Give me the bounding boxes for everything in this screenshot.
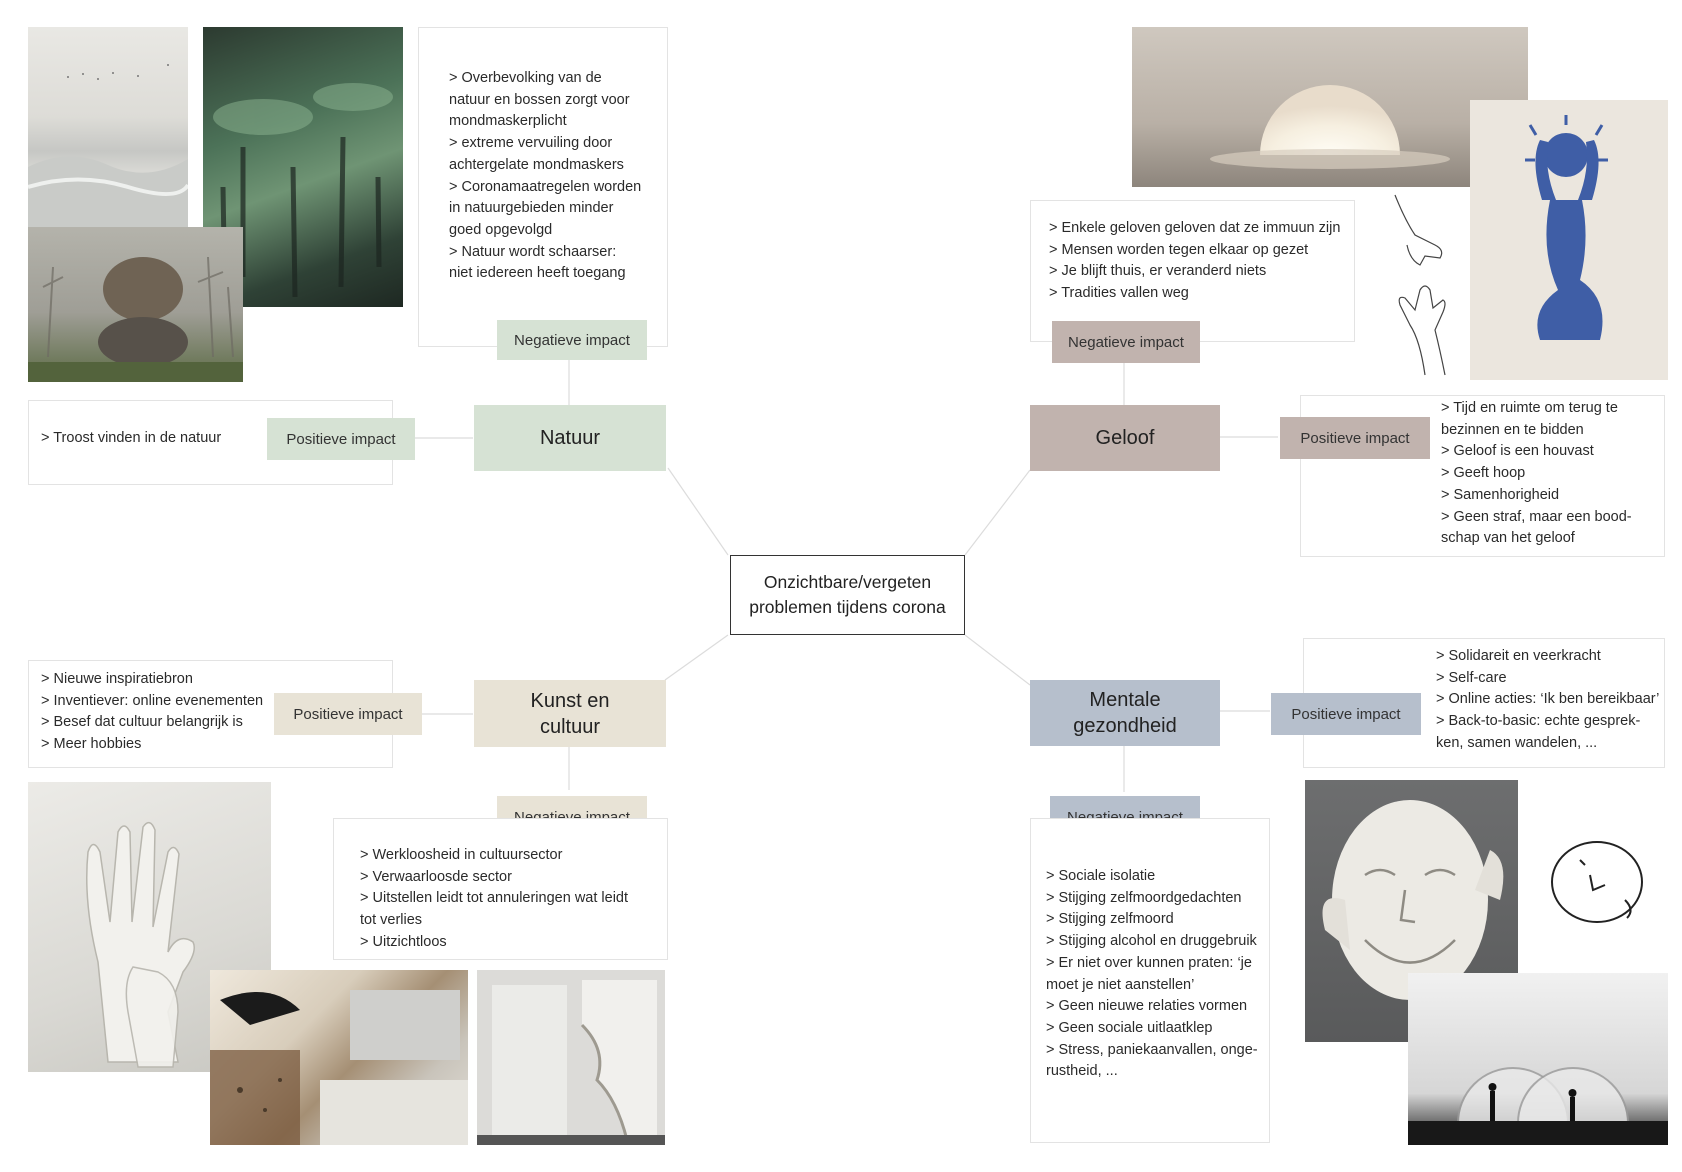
geloof-node: Geloof — [1030, 405, 1220, 471]
natuur-negative-tag: Negatieve impact — [497, 320, 647, 360]
kunst-positive-tag: Positieve impact — [274, 693, 422, 735]
mentaal-negative-textbox: > Sociale isolatie > Stijging zelfmoordg… — [1030, 818, 1270, 1143]
text-line: > Tijd en ruimte om terug te — [1441, 400, 1618, 416]
text-line: > Meer hobbies — [41, 736, 142, 753]
text-line: > Geen straf, maar een bood- — [1441, 508, 1632, 525]
text-line: > Sociale isolatie — [1046, 868, 1156, 884]
text-line: > Self-care — [1436, 669, 1507, 686]
text-line: > Stijging alcohol en druggebruik — [1046, 933, 1257, 950]
sketch-reaching-hands — [1385, 190, 1460, 380]
text-line: natuur en bossen zorgt voor — [449, 91, 630, 108]
photo-blue-figure-print — [1470, 100, 1668, 380]
text-line: > Natuur wordt schaarser: — [449, 243, 617, 260]
text-line: > Stress, paniekaanvallen, onge- — [1046, 1041, 1258, 1058]
text-line: ken, samen wandelen, ... — [1436, 734, 1598, 751]
text-line: > Geen nieuwe relaties vormen — [1046, 998, 1248, 1015]
paint-drips-icon — [213, 83, 393, 307]
center-topic-line2: problemen tijdens corona — [749, 597, 946, 617]
photo-misty-sea — [28, 27, 188, 227]
rock-stack-icon — [28, 256, 243, 382]
geloof-positive-tag: Positieve impact — [1280, 417, 1430, 459]
text-line: > Inventiever: online evenementen — [41, 692, 264, 709]
mentaal-node: Mentale gezondheid — [1030, 680, 1220, 746]
smiling-face-icon — [1322, 800, 1504, 1000]
text-line: > Verwaarloosde sector — [360, 868, 512, 885]
text-line: > extreme vervuiling door — [449, 135, 613, 152]
concrete-block-icon — [477, 980, 665, 1145]
text-line: > Uitstellen leidt tot annuleringen wat … — [360, 890, 629, 907]
kunst-node-line1: Kunst en — [530, 689, 610, 712]
text-line: > Overbevolking van de — [449, 70, 602, 86]
sketch-self-hug-circle — [1545, 830, 1650, 935]
glowing-dome-icon — [1210, 85, 1450, 169]
photo-balanced-rocks — [28, 227, 243, 382]
text-line: > Stijging zelfmoordgedachten — [1046, 889, 1242, 906]
geloof-negative-tag: Negatieve impact — [1052, 321, 1200, 363]
text-line: tot verlies — [360, 912, 423, 929]
text-line: bezinnen en te bidden — [1441, 421, 1584, 438]
text-line: rustheid, ... — [1046, 1063, 1118, 1080]
text-line: > Enkele geloven geloven dat ze immuun z… — [1049, 220, 1341, 236]
hug-sketch-icon — [1551, 841, 1643, 923]
center-topic-line1: Onzichtbare/vergeten — [763, 572, 932, 592]
mentaal-positive-tag: Positieve impact — [1271, 693, 1421, 735]
text-line: > Back-to-basic: echte gesprek- — [1436, 713, 1641, 730]
text-line: > Online acties: ‘Ik ben bereikbaar’ — [1436, 691, 1660, 708]
text-line: > Coronamaatregelen worden — [449, 178, 642, 195]
sea-waves-icon — [28, 64, 188, 227]
plaster-hand-icon — [86, 821, 195, 1068]
text-line: > Je blijft thuis, er veranderd niets — [1049, 263, 1267, 280]
text-line: > Samenhorigheid — [1441, 486, 1560, 503]
text-line: > Geeft hoop — [1441, 465, 1526, 482]
kunst-node: Kunst en cultuur — [474, 680, 666, 747]
photo-glowing-sun-lamp — [1132, 27, 1528, 187]
natuur-negative-textbox: > Overbevolking van de natuur en bossen … — [418, 27, 668, 347]
text-line: schap van het geloof — [1441, 530, 1575, 547]
blue-figure-icon — [1525, 115, 1608, 340]
text-line: achtergelate mondmaskers — [449, 156, 624, 173]
text-line: > Geloof is een houvast — [1441, 443, 1594, 460]
text-line: in natuurgebieden minder — [449, 200, 614, 217]
kunst-negative-textbox: > Werkloosheid in cultuursector > Verwaa… — [333, 818, 668, 960]
text-line: niet iedereen heeft toegang — [449, 265, 626, 282]
hands-sketch-icon — [1394, 194, 1446, 376]
center-topic: Onzichtbare/vergeten problemen tijdens c… — [730, 555, 965, 635]
photo-cracked-concrete — [477, 970, 665, 1145]
natuur-node: Natuur — [474, 405, 666, 471]
text-line: > Troost vinden in de natuur — [41, 430, 222, 446]
text-line: moet je niet aanstellen’ — [1046, 976, 1195, 993]
photo-collage-texture — [210, 970, 468, 1145]
text-line: > Er niet over kunnen praten: ‘je — [1046, 954, 1252, 971]
text-line: > Werkloosheid in cultuursector — [360, 847, 563, 863]
photo-bubbles-silhouettes — [1408, 973, 1668, 1145]
bubble-dome-icon — [1408, 1067, 1668, 1145]
natuur-positive-tag: Positieve impact — [267, 418, 415, 460]
text-line: > Uitzichtloos — [360, 933, 447, 950]
text-line: > Besef dat cultuur belangrijk is — [41, 714, 243, 731]
text-line: > Tradities vallen weg — [1049, 285, 1189, 302]
text-line: > Solidareit en veerkracht — [1436, 648, 1601, 664]
text-line: > Stijging zelfmoord — [1046, 911, 1174, 928]
text-line: > Mensen worden tegen elkaar op gezet — [1049, 241, 1309, 258]
natuur-positive-textbox: > Troost vinden in de natuur — [28, 400, 393, 485]
mentaal-node-line2: gezondheid — [1073, 715, 1177, 737]
mentaal-node-line1: Mentale — [1089, 689, 1161, 711]
text-line: mondmaskerplicht — [449, 113, 567, 130]
text-line: > Nieuwe inspiratiebron — [41, 671, 193, 687]
text-line: > Geen sociale uitlaatklep — [1046, 1019, 1213, 1036]
kunst-node-line2: cultuur — [539, 715, 601, 738]
collage-marks-icon — [210, 990, 468, 1145]
geloof-negative-textbox: > Enkele geloven geloven dat ze immuun z… — [1030, 200, 1355, 342]
text-line: goed opgevolgd — [449, 221, 553, 238]
